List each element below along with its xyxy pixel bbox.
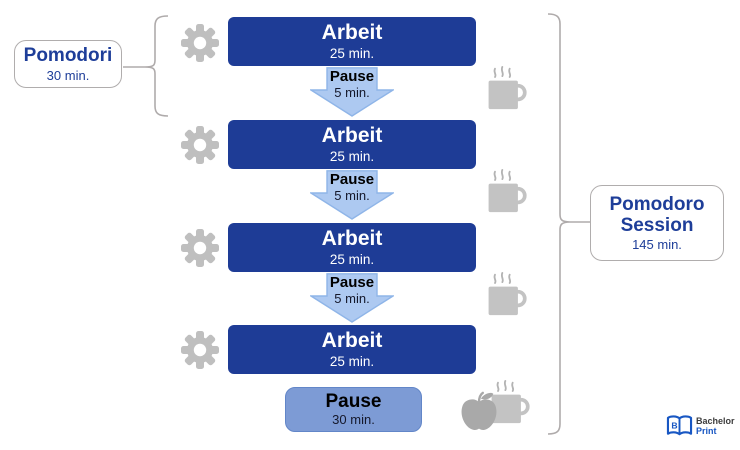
short-break-arrow-1: Pause 5 min. bbox=[310, 67, 394, 117]
long-break-title: Pause bbox=[325, 390, 382, 412]
work-block-1: Arbeit 25 min. bbox=[228, 17, 476, 66]
pomodori-duration: 30 min. bbox=[46, 67, 90, 83]
left-brace bbox=[123, 15, 169, 117]
down-arrow-icon bbox=[310, 273, 394, 323]
short-break-duration: 5 min. bbox=[334, 85, 370, 100]
gear-icon bbox=[181, 126, 219, 164]
session-duration: 145 min. bbox=[632, 237, 682, 253]
work-block-2: Arbeit 25 min. bbox=[228, 120, 476, 169]
work-duration: 25 min. bbox=[329, 148, 375, 164]
gear-icon bbox=[181, 331, 219, 369]
session-title-line2: Session bbox=[620, 215, 694, 236]
down-arrow-icon bbox=[310, 67, 394, 117]
work-block-3: Arbeit 25 min. bbox=[228, 223, 476, 272]
logo-text-line2: Print bbox=[696, 425, 717, 436]
svg-text:B: B bbox=[671, 420, 677, 430]
long-break-block: Pause 30 min. bbox=[285, 387, 422, 432]
pomodoro-session-label-box: Pomodoro Session 145 min. bbox=[590, 185, 724, 261]
work-duration: 25 min. bbox=[329, 251, 375, 267]
short-break-title: Pause bbox=[329, 68, 375, 85]
book-icon: B bbox=[666, 415, 693, 436]
short-break-title: Pause bbox=[329, 274, 375, 291]
short-break-arrow-3: Pause 5 min. bbox=[310, 273, 394, 323]
gear-icon bbox=[181, 24, 219, 62]
coffee-cup-icon bbox=[488, 272, 527, 316]
coffee-cup-icon bbox=[488, 66, 527, 110]
work-title: Arbeit bbox=[321, 227, 383, 251]
right-brace bbox=[547, 13, 592, 435]
short-break-arrow-2: Pause 5 min. bbox=[310, 170, 394, 220]
work-title: Arbeit bbox=[321, 21, 383, 45]
pomodori-label-box: Pomodori 30 min. bbox=[14, 40, 122, 88]
short-break-duration: 5 min. bbox=[334, 188, 370, 203]
logo-text-line1: Bachelor bbox=[696, 415, 735, 426]
work-title: Arbeit bbox=[321, 124, 383, 148]
down-arrow-icon bbox=[310, 170, 394, 220]
coffee-cup-icon bbox=[491, 380, 530, 424]
gear-icon bbox=[181, 229, 219, 267]
pomodori-title: Pomodori bbox=[23, 45, 113, 67]
work-block-4: Arbeit 25 min. bbox=[228, 325, 476, 374]
apple-icon bbox=[461, 391, 497, 431]
work-title: Arbeit bbox=[321, 329, 383, 353]
work-duration: 25 min. bbox=[329, 353, 375, 369]
coffee-cup-icon bbox=[488, 169, 527, 213]
long-break-duration: 30 min. bbox=[332, 412, 375, 428]
bachelorprint-logo: B Bachelor Print bbox=[666, 414, 735, 439]
short-break-duration: 5 min. bbox=[334, 291, 370, 306]
short-break-title: Pause bbox=[329, 171, 375, 188]
work-duration: 25 min. bbox=[329, 45, 375, 61]
session-title-line1: Pomodoro bbox=[609, 193, 705, 215]
